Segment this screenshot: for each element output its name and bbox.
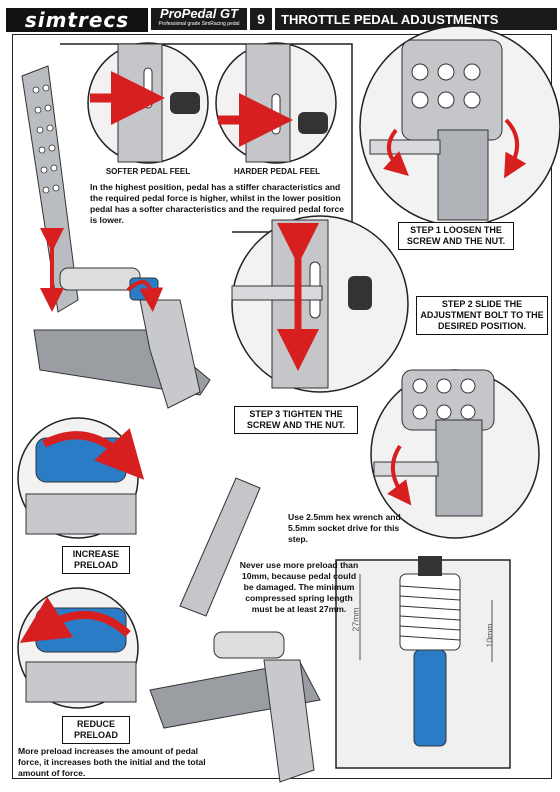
increase-preload-illustration — [17, 417, 145, 539]
preload-warning: Never use more preload than 10mm, becaus… — [239, 560, 359, 614]
page-number: 9 — [250, 8, 272, 30]
pedal-overview-illustration — [21, 65, 211, 409]
dimension-10mm: 10mm — [484, 623, 495, 648]
brand-logo: simtrecs — [6, 8, 148, 32]
increase-preload-label: INCREASE PRELOAD — [62, 546, 130, 574]
step3-illustration — [370, 369, 540, 539]
softer-caption: SOFTER PEDAL FEEL — [105, 167, 191, 176]
harder-caption: HARDER PEDAL FEEL — [233, 167, 321, 176]
spring-detail-illustration — [335, 556, 511, 769]
model-badge: ProPedal GT Professional grade SimRacing… — [151, 6, 247, 30]
model-name: ProPedal GT — [159, 6, 239, 21]
reduce-preload-label: REDUCE PRELOAD — [62, 716, 130, 744]
harder-feel-illustration — [215, 42, 337, 164]
feel-description: In the highest position, pedal has a sti… — [90, 182, 345, 225]
page-header: simtrecs ProPedal GT Professional grade … — [6, 6, 557, 32]
softer-feel-illustration — [87, 42, 209, 164]
step2-illustration — [231, 215, 409, 393]
preload-note: More preload increases the amount of ped… — [18, 746, 206, 778]
tool-note: Use 2.5mm hex wrench and 5.5mm socket dr… — [288, 512, 401, 544]
page-title: THROTTLE PEDAL ADJUSTMENTS — [275, 8, 557, 30]
step2-label: STEP 2 SLIDE THE ADJUSTMENT BOLT TO THE … — [416, 296, 548, 335]
step1-label: STEP 1 LOOSEN THE SCREW AND THE NUT. — [398, 222, 514, 250]
dimension-27mm: 27mm — [350, 607, 361, 632]
reduce-preload-illustration — [17, 587, 139, 709]
step3-label: STEP 3 TIGHTEN THE SCREW AND THE NUT. — [234, 406, 358, 434]
model-subtitle: Professional grade SimRacing pedal — [158, 21, 240, 27]
pedal-lower-illustration — [149, 477, 321, 783]
step1-illustration — [359, 25, 560, 227]
